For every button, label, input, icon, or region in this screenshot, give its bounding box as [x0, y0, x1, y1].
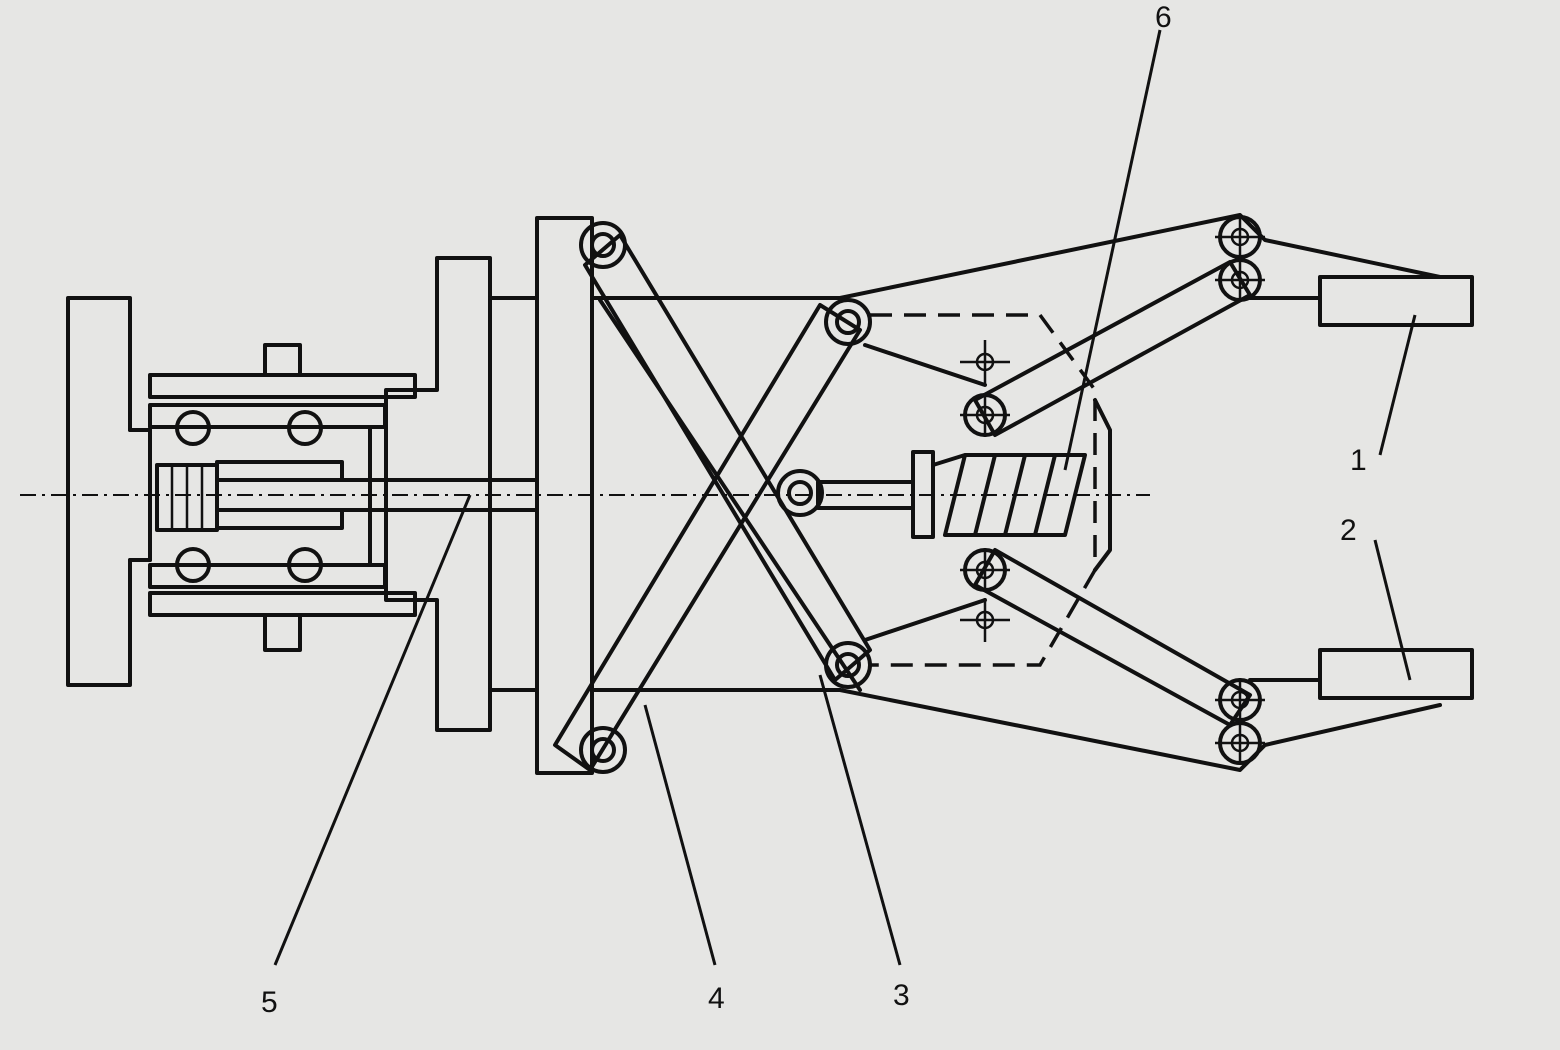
- jaw-arms: [838, 213, 1442, 772]
- leader-6: [1063, 29, 1162, 471]
- leader-1: [1378, 314, 1417, 456]
- dashed-alternate-position: [870, 313, 1097, 667]
- leader-lines: [273, 29, 1417, 966]
- leader-3: [818, 674, 902, 966]
- label-1: 1: [1350, 444, 1367, 477]
- leader-5: [273, 494, 472, 966]
- label-3: 3: [893, 979, 910, 1012]
- mounting-base: [66, 296, 152, 687]
- bearing-balls: [175, 410, 323, 583]
- spring-assembly: [911, 398, 1112, 572]
- crosshair-pins: [960, 215, 1265, 765]
- part-labels: 1 2 3 4 5 6: [261, 1, 1367, 1019]
- label-6: 6: [1155, 1, 1172, 34]
- leader-2: [1373, 539, 1412, 681]
- main-frame: [535, 216, 594, 775]
- gripper-fingers: [1318, 275, 1474, 700]
- leader-4: [643, 704, 717, 966]
- flange-plate: [384, 256, 492, 732]
- finger-1: [1318, 275, 1474, 327]
- cross-link-bars: [553, 233, 872, 772]
- label-5: 5: [261, 986, 278, 1019]
- label-4: 4: [708, 982, 725, 1015]
- jaw-links: [963, 215, 1262, 765]
- finger-2: [1318, 648, 1474, 700]
- cylinder-housing: [148, 343, 417, 652]
- label-2: 2: [1340, 514, 1357, 547]
